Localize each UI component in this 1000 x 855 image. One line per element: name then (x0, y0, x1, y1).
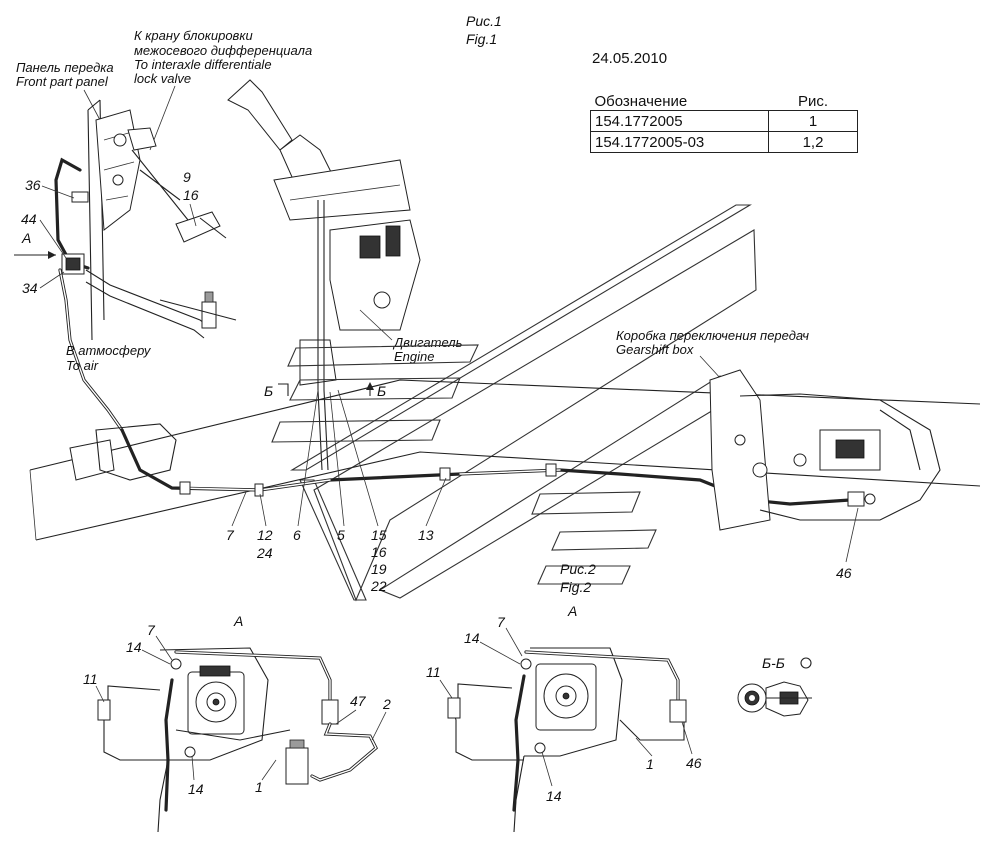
callout-7: 7 (226, 527, 235, 543)
front-panel-label-ru: Панель передка (16, 60, 114, 75)
callout-34: 34 (22, 280, 38, 296)
section-b-marker-right: Б (377, 383, 386, 399)
table-row: 154.1772005 1 (590, 110, 858, 132)
column-header-figure: Рис. (768, 88, 858, 111)
detail2-callout-14-bottom: 14 (546, 788, 562, 804)
detail1-callout-2: 2 (382, 696, 391, 712)
lock-valve-label-en-1: To interaxle differentiale (134, 57, 272, 72)
figure2-caption-ru: Рис.2 (560, 561, 596, 577)
designation-cell: 154.1772005 (590, 110, 769, 132)
section-b-marker-left: Б (264, 383, 273, 399)
detail1-callout-11: 11 (83, 671, 98, 687)
to-air-label-en: To air (66, 358, 99, 373)
callout-9-16-leader (189, 203, 197, 227)
detail-view-a-2 (447, 647, 687, 833)
gearshift-box-label-en: Gearshift box (616, 342, 694, 357)
gear-lever-assembly (227, 79, 421, 471)
callout-5: 5 (337, 527, 345, 543)
view-a-title-2: A (567, 603, 577, 619)
detail2-callout-14-top: 14 (464, 630, 480, 646)
detail2-callout-7: 7 (497, 614, 506, 630)
figure-cell: 1 (768, 110, 858, 132)
detail1-leaders (95, 635, 387, 781)
detail2-leaders (439, 627, 693, 787)
lock-valve-label-en-2: lock valve (134, 71, 191, 86)
detail1-callout-14-top: 14 (126, 639, 142, 655)
figure-caption-ru: Рис.1 (466, 13, 502, 29)
detail-view-a-1 (97, 647, 378, 833)
figure2-caption-en: Fig.2 (560, 579, 591, 595)
designation-table-header: Обозначение Рис. (590, 88, 858, 111)
engine-label-ru: Двигатель (392, 335, 463, 350)
designation-table: Обозначение Рис. 154.1772005 1 154.17720… (590, 88, 858, 153)
section-bb-circle-icon (800, 657, 812, 669)
engine-label-en: Engine (394, 349, 434, 364)
callout-6: 6 (293, 527, 301, 543)
callout-9: 9 (183, 169, 191, 185)
front-panel-assembly (14, 99, 237, 432)
figure-caption-en: Fig.1 (466, 31, 497, 47)
view-a-arrow-label: A (21, 230, 31, 246)
revision-date: 24.05.2010 (592, 50, 667, 67)
section-bb-view (737, 681, 812, 717)
callout-12: 12 (257, 527, 273, 543)
callout-36-leader (41, 185, 75, 199)
front-panel-leader (83, 89, 101, 121)
gearshift-box (709, 369, 941, 531)
detail1-callout-47: 47 (350, 693, 367, 709)
figure-cell: 1,2 (768, 131, 858, 153)
detail1-callout-7: 7 (147, 622, 156, 638)
table-row: 154.1772005-03 1,2 (590, 131, 858, 153)
detail1-callout-1: 1 (255, 779, 263, 795)
gearshift-box-label-ru: Коробка переключения передач (616, 328, 809, 343)
callout-44-leader (39, 219, 67, 259)
callout-44: 44 (21, 211, 37, 227)
gearshift-leader (699, 355, 723, 381)
front-panel-label-en: Front part panel (16, 74, 109, 89)
detail2-callout-46: 46 (686, 755, 702, 771)
callout-19: 19 (371, 561, 387, 577)
view-a-title-1: A (233, 613, 243, 629)
callout-leaders (231, 389, 859, 563)
callout-36: 36 (25, 177, 41, 193)
engine-leader (359, 309, 393, 341)
detail1-callout-14-bottom: 14 (188, 781, 204, 797)
callout-16-upper: 16 (183, 187, 199, 203)
frame-rail (29, 379, 981, 541)
callout-13: 13 (418, 527, 434, 543)
callout-34-leader (39, 271, 65, 289)
column-header-designation: Обозначение (590, 88, 769, 111)
callout-24: 24 (256, 545, 273, 561)
watermark-stamp (271, 204, 757, 602)
section-bb-title: Б-Б (762, 655, 785, 671)
lock-valve-label-ru-1: К крану блокировки (134, 28, 253, 43)
callout-15: 15 (371, 527, 387, 543)
section-b-left-arrow (278, 383, 289, 396)
callout-16-lower: 16 (371, 544, 387, 560)
detail2-callout-1: 1 (646, 756, 654, 772)
detail2-callout-11: 11 (426, 664, 441, 680)
callout-46: 46 (836, 565, 852, 581)
lock-valve-label-ru-2: межосевого дифференциала (134, 43, 312, 58)
designation-cell: 154.1772005-03 (590, 131, 769, 153)
to-air-label-ru: В атмосферу (66, 343, 152, 358)
callout-22: 22 (370, 578, 387, 594)
